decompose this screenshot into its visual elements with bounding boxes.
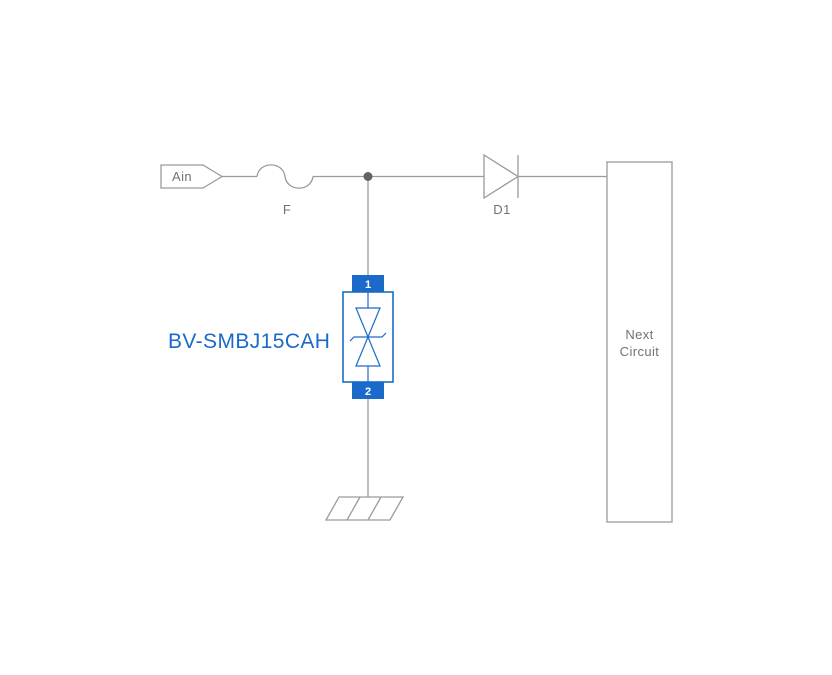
- tvs-pin1-tab: [352, 275, 384, 292]
- tvs-pin2-number: 2: [365, 386, 371, 398]
- input-flag-shape: [160, 164, 224, 189]
- junction-dot: [363, 172, 373, 181]
- input-flag: Ain: [160, 164, 224, 189]
- ground-hatch-2: [367, 496, 382, 521]
- tvs-pin1-number: 1: [365, 279, 371, 291]
- fuse-curve: [256, 164, 314, 189]
- fuse-label: F: [283, 202, 291, 217]
- tvs-bidirectional-glyph: [349, 292, 387, 382]
- tvs-part-number-label: BV-SMBJ15CAH: [168, 330, 330, 353]
- next-circuit-label-line2: Circuit: [620, 344, 660, 359]
- fuse-symbol: F: [256, 164, 314, 217]
- ground-outline: [324, 496, 405, 521]
- diode-symbol: D1: [483, 153, 520, 217]
- ground-hatch-1: [346, 496, 361, 521]
- next-circuit-block: Next Circuit: [606, 161, 673, 523]
- next-circuit-rect: [606, 161, 673, 523]
- diode-label: D1: [493, 202, 510, 217]
- diode-triangle: [483, 153, 520, 200]
- tvs-pin2-tab: [352, 382, 384, 399]
- next-circuit-label-line1: Next: [625, 327, 653, 342]
- ground-symbol: [324, 496, 405, 521]
- input-flag-label: Ain: [172, 169, 192, 184]
- tvs-component: 1 2: [342, 275, 394, 399]
